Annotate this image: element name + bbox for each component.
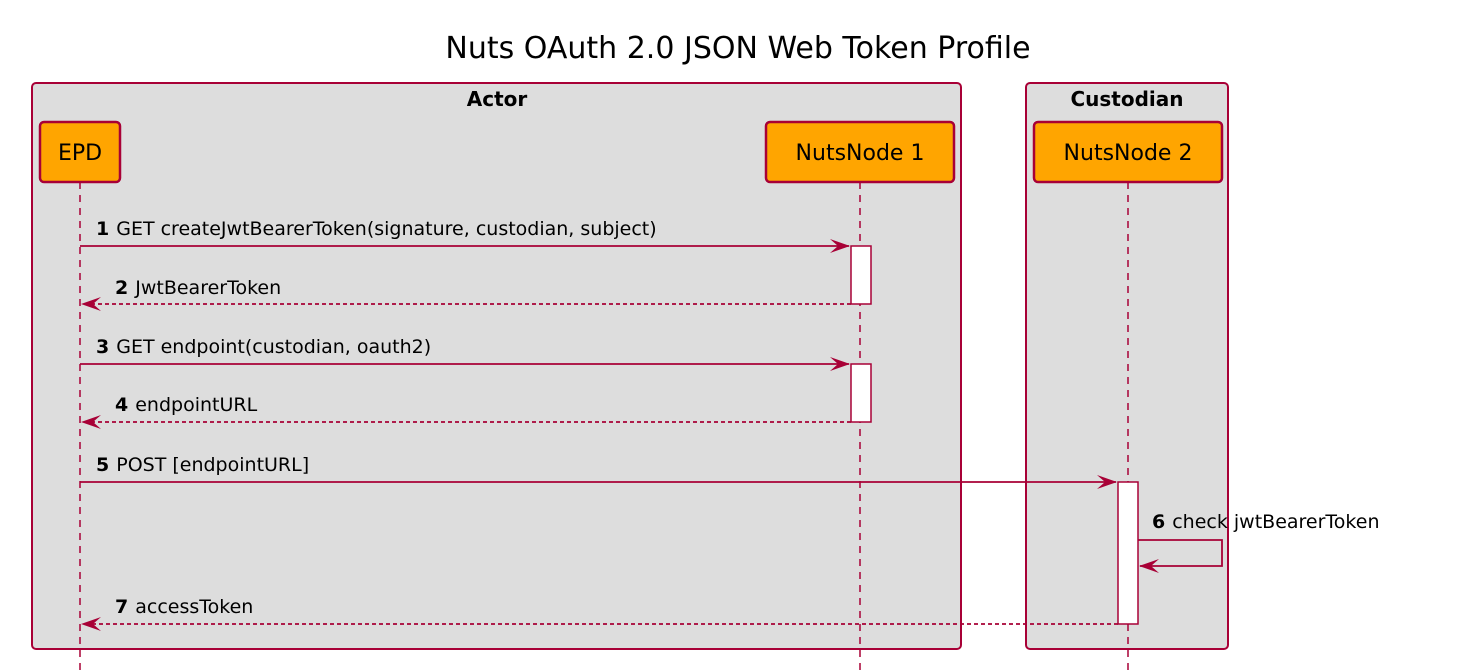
message-5-number: 5 bbox=[96, 454, 109, 476]
message-7-number: 7 bbox=[115, 596, 128, 618]
group-box-custodian bbox=[1025, 82, 1229, 650]
message-6-number: 6 bbox=[1152, 511, 1165, 533]
participant-nutsnode-2: NutsNode 2 bbox=[1032, 120, 1224, 184]
participant-epd: EPD bbox=[38, 120, 122, 184]
activation-bar-nutsnode-2 bbox=[1117, 481, 1139, 625]
message-7-label: 7 accessToken bbox=[115, 596, 253, 618]
participant-nutsnode-1: NutsNode 1 bbox=[764, 120, 956, 184]
message-1-label: 1 GET createJwtBearerToken(signature, cus… bbox=[96, 218, 657, 240]
message-1-text: GET createJwtBearerToken(signature, cust… bbox=[116, 218, 656, 240]
message-6-text: check jwtBearerToken bbox=[1172, 511, 1379, 533]
message-4-number: 4 bbox=[115, 394, 128, 416]
message-5-label: 5 POST [endpointURL] bbox=[96, 454, 309, 476]
participant-label-nutsnode-1: NutsNode 1 bbox=[796, 141, 925, 166]
message-3-label: 3 GET endpoint(custodian, oauth2) bbox=[96, 336, 431, 358]
message-5-text: POST [endpointURL] bbox=[116, 454, 309, 476]
participant-label-nutsnode-2: NutsNode 2 bbox=[1064, 141, 1193, 166]
message-2-number: 2 bbox=[115, 277, 128, 299]
activation-bar-nutsnode-1-b bbox=[850, 363, 872, 423]
participant-label-epd: EPD bbox=[58, 141, 102, 166]
message-3-text: GET endpoint(custodian, oauth2) bbox=[116, 336, 431, 358]
diagram-title: Nuts OAuth 2.0 JSON Web Token Profile bbox=[445, 31, 1030, 66]
message-2-text: JwtBearerToken bbox=[134, 277, 281, 299]
message-4-text: endpointURL bbox=[135, 394, 257, 416]
message-2-label: 2 JwtBearerToken bbox=[115, 277, 281, 299]
group-box-actor bbox=[31, 82, 962, 650]
message-6-arrow bbox=[1138, 539, 1223, 573]
group-label-custodian: Custodian bbox=[1070, 87, 1183, 111]
message-7-text: accessToken bbox=[135, 596, 253, 618]
group-label-actor: Actor bbox=[467, 87, 528, 111]
message-1-number: 1 bbox=[96, 218, 109, 240]
message-4-label: 4 endpointURL bbox=[115, 394, 258, 416]
message-3-number: 3 bbox=[96, 336, 109, 358]
message-6-label: 6 check jwtBearerToken bbox=[1152, 511, 1380, 533]
activation-bar-nutsnode-1-a bbox=[850, 245, 872, 305]
